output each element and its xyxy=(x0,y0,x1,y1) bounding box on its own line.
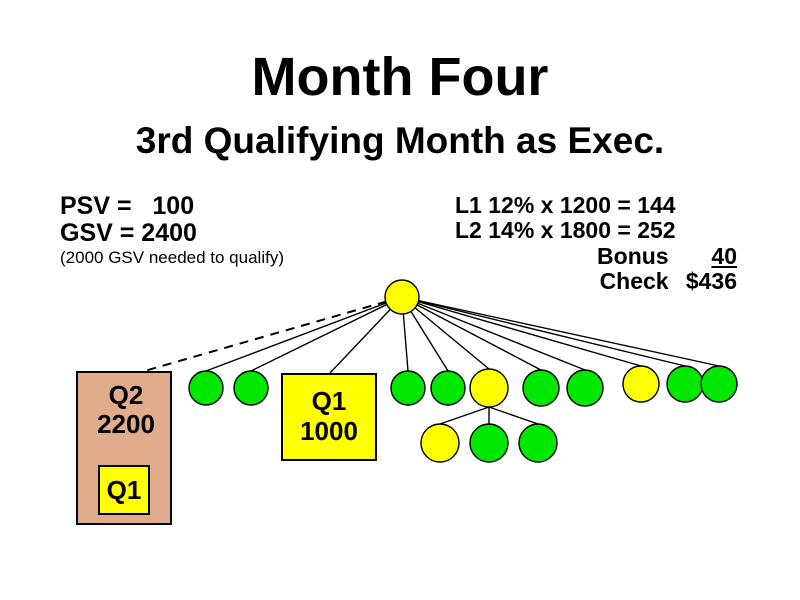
tree-edge-sub-2 xyxy=(488,406,539,425)
q1-volume: 1000 xyxy=(300,416,358,446)
l1-commission-line: L1 12% x 1200 = 144 xyxy=(455,192,676,218)
q2-inner-q1-box: Q1 xyxy=(98,465,150,515)
tree-node-l1-6[interactable] xyxy=(566,369,604,407)
tree-node-l2-0[interactable] xyxy=(420,423,460,463)
tree-node-l1-2[interactable] xyxy=(390,370,426,406)
tree-edge-sub-0 xyxy=(439,406,490,425)
tree-node-l1-3[interactable] xyxy=(430,370,466,406)
page-subtitle: 3rd Qualifying Month as Exec. xyxy=(135,120,665,161)
tree-node-l1-7[interactable] xyxy=(622,365,660,403)
tree-node-l2-2[interactable] xyxy=(518,423,558,463)
stats-left-block: PSV = 100 GSV = 2400 (2000 GSV needed to… xyxy=(60,193,284,267)
gsv-qualify-note: (2000 GSV needed to qualify) xyxy=(60,248,284,267)
tree-edge-root-6 xyxy=(401,296,586,371)
q2-group-label: Q2 2200 xyxy=(78,380,174,440)
tree-edge-dashed-q2 xyxy=(140,296,403,373)
tree-node-l1-0[interactable] xyxy=(188,370,224,406)
tree-node-l1-1[interactable] xyxy=(233,370,269,406)
bonus-row: Bonus 40 xyxy=(455,242,745,269)
gsv-line: GSV = 2400 xyxy=(60,219,197,247)
check-row: Check $436 xyxy=(455,267,745,294)
tree-node-root[interactable] xyxy=(384,279,420,315)
tree-edge-root-0 xyxy=(205,296,403,372)
tree-edge-root-4 xyxy=(401,296,490,370)
psv-line: PSV = 100 xyxy=(60,192,195,220)
tree-node-l2-1[interactable] xyxy=(469,423,509,463)
q1-group-box: Q1 1000 xyxy=(281,373,377,461)
tree-node-l1-9[interactable] xyxy=(700,365,738,403)
stats-right-block: L1 12% x 1200 = 144 L2 14% x 1800 = 252 … xyxy=(455,192,745,294)
tree-edge-root-9 xyxy=(401,296,720,367)
bonus-value: 40 xyxy=(711,242,737,269)
check-value: $436 xyxy=(685,267,737,294)
q1-rank: Q1 xyxy=(311,386,347,417)
tree-edge-root-8 xyxy=(401,296,686,367)
tree-edge-root-7 xyxy=(401,296,642,367)
q2-volume: 2200 xyxy=(97,409,155,440)
page-title: Month Four xyxy=(251,47,549,107)
q2-rank: Q2 xyxy=(108,380,144,410)
bonus-label: Bonus xyxy=(597,242,669,269)
tree-edge-root-1 xyxy=(250,296,403,372)
check-label: Check xyxy=(599,267,669,294)
tree-edge-root-5 xyxy=(401,296,542,371)
l2-commission-line: L2 14% x 1800 = 252 xyxy=(455,217,676,244)
tree-node-l1-8[interactable] xyxy=(666,365,704,403)
tree-node-l1-4[interactable] xyxy=(469,368,509,408)
q2-group-box: Q2 2200 Q1 xyxy=(76,371,172,525)
tree-node-l1-5[interactable] xyxy=(522,369,560,407)
